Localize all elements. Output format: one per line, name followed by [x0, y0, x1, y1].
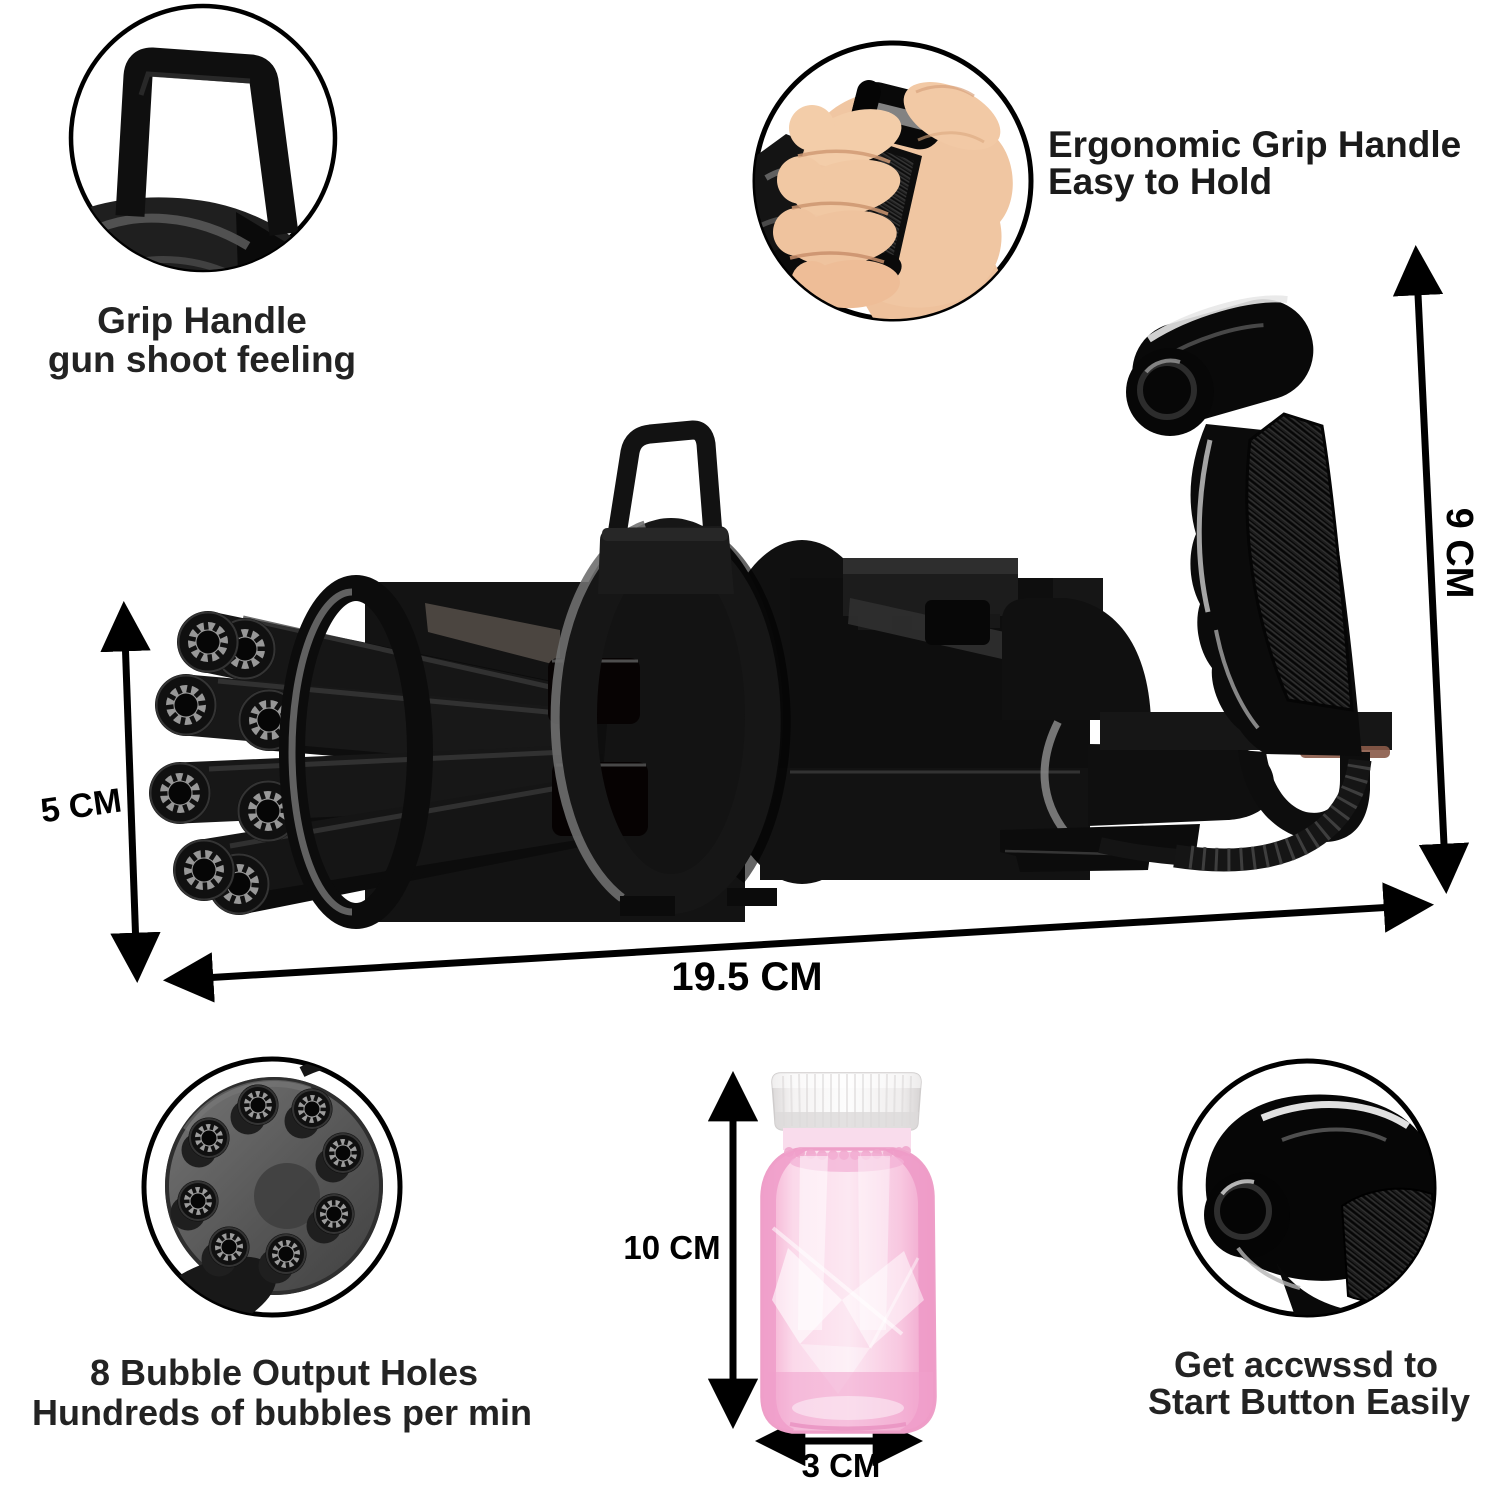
- svg-text:8 Bubble Output Holes: 8 Bubble Output Holes: [90, 1352, 478, 1393]
- svg-text:gun shoot feeling: gun shoot feeling: [48, 339, 356, 380]
- svg-text:Start Button Easily: Start Button Easily: [1148, 1381, 1470, 1422]
- svg-text:3 CM: 3 CM: [802, 1447, 881, 1484]
- svg-text:19.5 CM: 19.5 CM: [671, 955, 822, 999]
- svg-text:9 CM: 9 CM: [1438, 508, 1480, 599]
- svg-text:Hundreds of bubbles per min: Hundreds of bubbles per min: [32, 1392, 532, 1433]
- svg-text:Ergonomic Grip Handle: Ergonomic Grip Handle: [1048, 124, 1461, 165]
- svg-text:5 CM: 5 CM: [38, 782, 124, 831]
- svg-text:10 CM: 10 CM: [623, 1229, 720, 1266]
- svg-text:Get accwssd to: Get accwssd to: [1174, 1344, 1438, 1385]
- svg-text:Easy to Hold: Easy to Hold: [1048, 161, 1272, 202]
- svg-text:Grip Handle: Grip Handle: [97, 300, 307, 341]
